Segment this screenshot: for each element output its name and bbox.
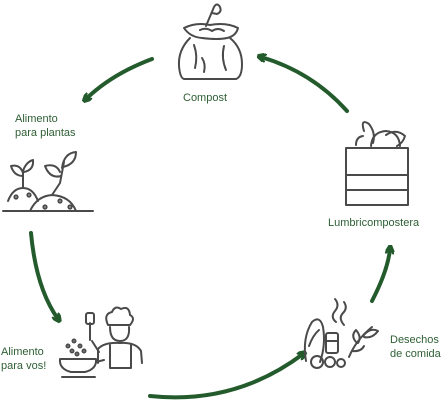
arrow-compost-to-plants bbox=[86, 57, 154, 99]
food-for-you-label-line1: Alimento bbox=[1, 346, 44, 358]
food-waste-label: Desechos de comida bbox=[390, 333, 441, 361]
cycle-arrows bbox=[29, 57, 390, 400]
food-scraps-icon bbox=[303, 298, 379, 369]
arrow-waste-to-bin bbox=[370, 249, 390, 303]
compost-label-text: Compost bbox=[183, 92, 228, 104]
vermicomposter-label-text: Lumbricompostera bbox=[328, 217, 420, 229]
arrow-plants-to-chef bbox=[29, 231, 58, 319]
plant-food-label-line2: para plantas bbox=[15, 127, 76, 139]
food-for-you-label-line2: para vos! bbox=[1, 360, 47, 372]
sprouting-plants-icon bbox=[2, 151, 94, 212]
arrow-chef-to-waste bbox=[148, 354, 303, 400]
worm-bin-icon bbox=[345, 121, 409, 206]
arrow-bin-to-compost bbox=[261, 57, 349, 113]
chef-cooking-icon bbox=[58, 306, 143, 378]
vermicomposter-label: Lumbricompostera bbox=[328, 216, 419, 230]
compost-sack-icon bbox=[177, 3, 243, 80]
food-waste-label-line1: Desechos bbox=[390, 334, 439, 346]
plant-food-label: Alimento para plantas bbox=[15, 112, 76, 140]
plant-food-label-line1: Alimento bbox=[15, 113, 58, 125]
compost-label: Compost bbox=[183, 91, 227, 105]
food-waste-label-line2: de comida bbox=[390, 348, 441, 360]
food-for-you-label: Alimento para vos! bbox=[1, 345, 46, 373]
